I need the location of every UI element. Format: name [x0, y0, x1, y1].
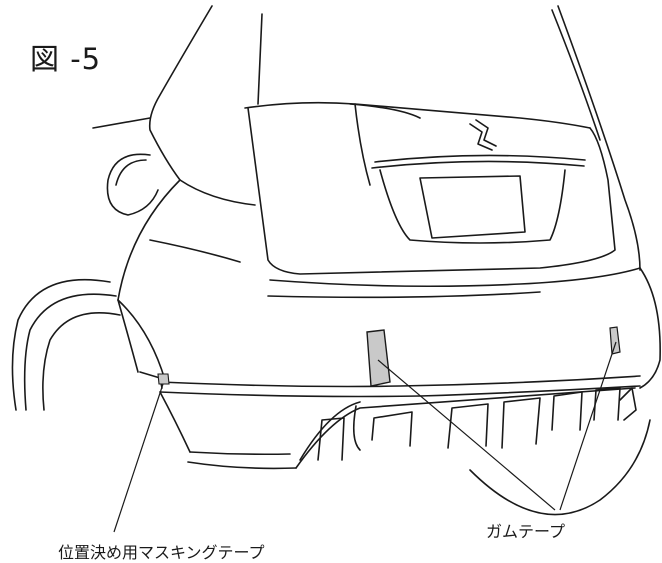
wheel-arch	[11, 278, 163, 411]
gum-tape-leader-left	[377, 359, 556, 511]
gum-tape-leader-right	[559, 341, 617, 511]
fuel-lid	[106, 153, 159, 216]
license-plate-area	[371, 154, 586, 244]
gum-tape-right	[609, 326, 621, 355]
suzuki-emblem-icon	[469, 119, 497, 151]
gum-tape-left	[366, 329, 391, 387]
body-side	[92, 5, 263, 381]
figure-label: 図 -5	[30, 42, 102, 76]
masking-tape-leader	[113, 383, 164, 533]
masking-tape-label: 位置決め用マスキングテープ	[58, 543, 265, 562]
rear-glass	[244, 5, 641, 275]
masking-tape	[157, 373, 170, 385]
gum-tape-label: ガムテープ	[486, 522, 566, 541]
diffuser	[317, 387, 637, 461]
rear-tire	[469, 419, 651, 516]
